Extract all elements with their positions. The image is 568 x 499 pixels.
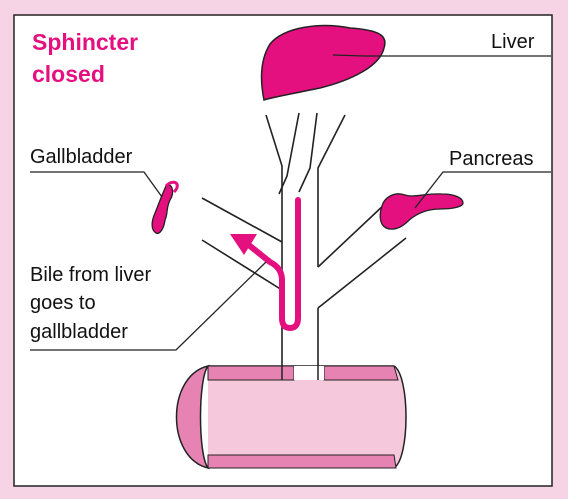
intestine-body (208, 366, 406, 468)
intestine (177, 366, 407, 468)
label-bile-line-1: Bile from liver (30, 264, 151, 286)
label-bile-line-3: gallbladder (30, 321, 128, 343)
label-liver: Liver (491, 31, 535, 53)
label-pancreas: Pancreas (449, 148, 534, 170)
intestine-upper-wall-right (324, 366, 398, 380)
label-gallbladder: Gallbladder (30, 146, 133, 168)
intestine-lower-wall (208, 455, 396, 468)
sphincter-opening (294, 366, 324, 380)
title-line-2: closed (32, 61, 105, 87)
label-bile-line-2: goes to (30, 292, 96, 314)
title-line-1: Sphincter (32, 29, 138, 55)
intestine-upper-wall-left (208, 366, 294, 380)
